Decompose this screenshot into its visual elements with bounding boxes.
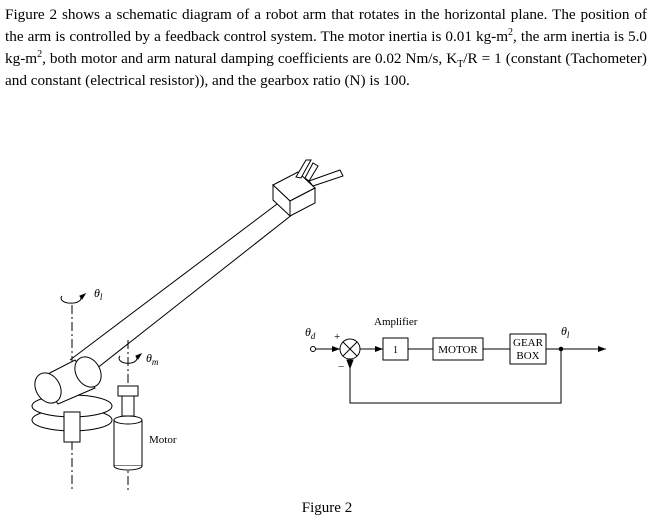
- superscript-1: 2: [508, 26, 514, 38]
- theta-m-rotation-arrow: [118, 355, 138, 364]
- minus-sign: −: [338, 361, 344, 373]
- end-effector: [272, 159, 344, 218]
- problem-text-3: , both motor and arm natural damping coe…: [42, 50, 458, 67]
- plus-sign: +: [334, 331, 340, 343]
- amplifier-label: Amplifier: [374, 316, 418, 328]
- feedback-block-diagram: [310, 333, 606, 404]
- theta-l-output-label: θl: [561, 324, 570, 340]
- base-column: [63, 411, 81, 443]
- arm-edge-top: [69, 197, 286, 361]
- gearbox-label-line1: GEAR: [513, 337, 544, 349]
- problem-text-1: Figure 2 shows a schematic diagram of a …: [5, 6, 647, 45]
- gearbox-block: [509, 333, 547, 365]
- motor-shaft: [121, 395, 135, 417]
- motor-gear-top: [117, 385, 139, 397]
- gain-value: 1: [393, 345, 398, 356]
- arm-edge-bottom: [81, 213, 294, 381]
- motor-block-label: MOTOR: [438, 344, 478, 356]
- theta-m-label: θm: [146, 351, 159, 367]
- theta-d-label: θd: [305, 325, 316, 341]
- motor-label: Motor: [149, 434, 177, 446]
- motor-body: [113, 415, 143, 471]
- gearbox-label-line2: BOX: [516, 350, 539, 362]
- feedback-path: [349, 349, 562, 404]
- theta-l-rotation-arrow: [60, 295, 82, 304]
- arm-hub: [34, 356, 102, 405]
- superscript-2: 2: [37, 48, 43, 60]
- problem-text-4: /R = 1 (constant (Tachometer) and consta…: [5, 50, 647, 89]
- figure-caption: Figure 2: [301, 500, 353, 516]
- problem-statement: Figure 2 shows a schematic diagram of a …: [5, 4, 647, 92]
- theta-l-label-left: θl: [94, 286, 103, 302]
- problem-text-2: , the arm inertia is 5.0 kg-m: [5, 28, 647, 67]
- input-node: [310, 346, 316, 352]
- robot-arm-illustration: [31, 159, 344, 490]
- subscript-t: T: [457, 59, 464, 71]
